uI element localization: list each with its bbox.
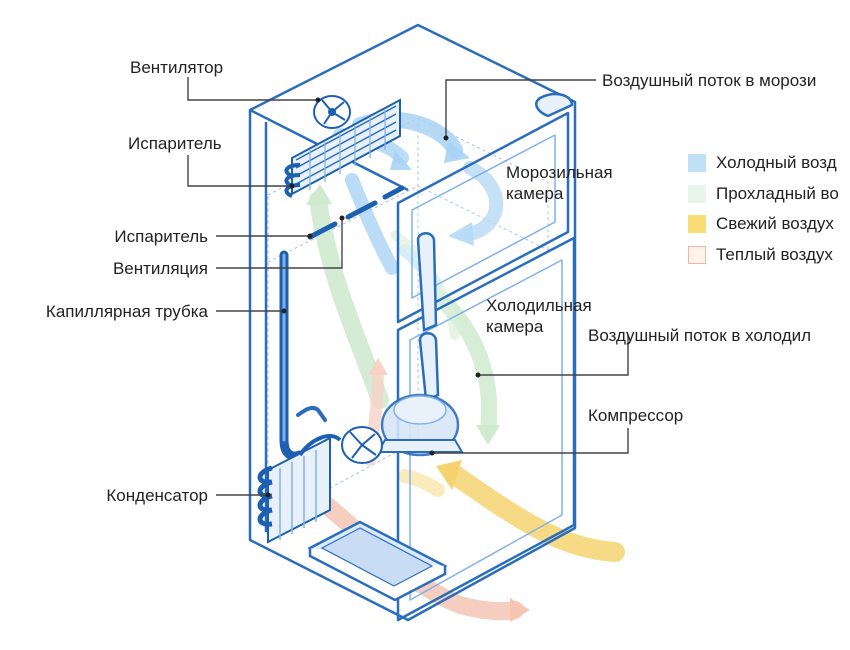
- leader-lines: [187, 77, 629, 496]
- fridge-door: [396, 236, 576, 622]
- warm-air-arrowhead-up: [368, 358, 388, 375]
- legend-swatch-warm: [688, 246, 706, 264]
- cold-air-arrowhead-1: [444, 140, 470, 163]
- door-handles: [416, 232, 440, 402]
- cold-air-arrowhead-2: [390, 150, 412, 170]
- compressor: [376, 393, 464, 457]
- legend-text-cold: Холодный возд: [716, 153, 837, 172]
- leader-fridge-airflow: [478, 335, 629, 376]
- cold-air-arrowhead-3: [448, 222, 474, 246]
- label-freezer-line2: камера: [506, 184, 564, 203]
- fresh-air-in: [445, 465, 625, 562]
- freezer-door: [396, 92, 574, 324]
- label-fridge-line2: камера: [486, 317, 544, 336]
- fresh-air-in-2: [398, 469, 445, 497]
- cool-air-right: [390, 230, 460, 340]
- tube-to-compressor: [296, 405, 327, 422]
- label-freezer-line1: Морозильная: [506, 163, 613, 182]
- legend-text-warm: Теплый воздух: [716, 245, 833, 264]
- legend-text-fresh: Свежий воздух: [716, 214, 834, 233]
- evaporator-coil: [284, 98, 401, 198]
- leader-ventilation: [216, 218, 343, 269]
- leader-freezer-airflow: [445, 79, 596, 138]
- cool-air-arrowhead-fridge: [476, 425, 500, 445]
- freezer-handle: [416, 232, 438, 332]
- fresh-air-arrowhead: [436, 460, 462, 490]
- label-evaporator-top: Испаритель: [128, 134, 222, 153]
- label-condenser: Конденсатор: [106, 486, 208, 505]
- legend-swatch-cool: [688, 185, 706, 203]
- leader-compressor: [432, 428, 629, 454]
- warm-air-out: [311, 491, 524, 621]
- cool-air-arrowhead-rise: [306, 184, 332, 205]
- label-fridge-line1: Холодильная: [486, 296, 592, 315]
- capillary-tube: [279, 250, 327, 461]
- fresh-airflow: [398, 460, 625, 562]
- label-freezer-airflow: Воздушный поток в морози: [602, 71, 817, 90]
- leader-fan: [187, 77, 318, 101]
- cold-air-down: [345, 173, 399, 275]
- label-fan: Вентилятор: [130, 58, 224, 77]
- label-ventilation: Вентиляция: [112, 259, 208, 278]
- drip-tray: [307, 520, 448, 602]
- leader-evaporator-top: [187, 155, 292, 187]
- label-capillary-tube: Капиллярная трубка: [45, 302, 208, 321]
- leader-dots: [265, 97, 481, 498]
- label-fridge-airflow: Воздушный поток в холодил: [588, 326, 812, 345]
- evaporator-plate: [307, 185, 405, 240]
- fridge-handle: [418, 332, 440, 402]
- condenser-coil: [257, 434, 342, 544]
- label-evaporator-mid: Испаритель: [114, 227, 208, 246]
- warm-air-arrowhead: [510, 598, 530, 622]
- fan: [313, 95, 351, 129]
- label-compressor: Компрессор: [588, 406, 684, 425]
- legend-text-cool: Прохладный во: [716, 184, 839, 203]
- cabinet-back-left: [248, 23, 577, 622]
- compressor-fan: [341, 426, 383, 464]
- legend-swatch-cold: [688, 154, 706, 172]
- legend-swatch-fresh: [688, 215, 706, 233]
